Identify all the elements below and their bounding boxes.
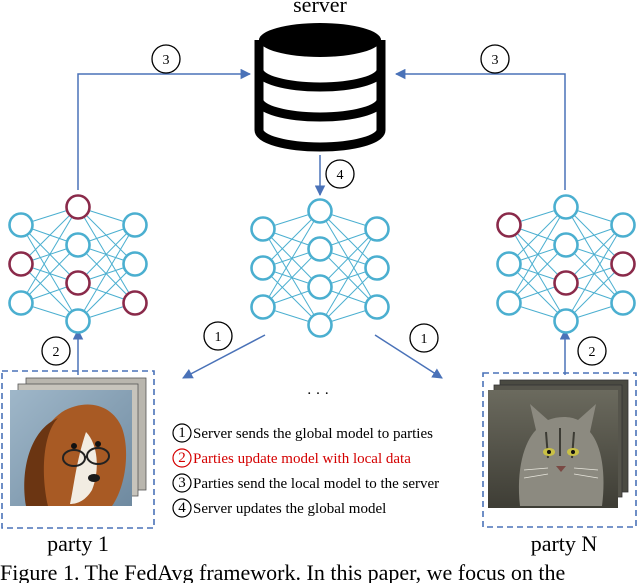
legend-item: 2 Parties update model with local data [172, 448, 411, 468]
network-node [122, 212, 148, 238]
network-node [307, 198, 333, 224]
network-node [8, 290, 34, 316]
network-node [65, 232, 91, 258]
network-node-updated [610, 251, 636, 277]
legend-step-circle [172, 448, 192, 468]
legend-step-number: 1 [178, 425, 186, 441]
network-edge [565, 224, 624, 322]
network-node [250, 294, 276, 320]
legend-text: Server updates the global model [193, 501, 386, 517]
server-database-icon [254, 23, 386, 152]
network-node [364, 216, 390, 242]
legend: 1 Server sends the global model to partie… [172, 423, 439, 518]
network-edge [508, 244, 567, 304]
step-badge-1-left: 1 [203, 321, 233, 351]
network-node [553, 308, 579, 334]
flow-arrows [72, 68, 571, 379]
network-edge [319, 228, 378, 288]
legend-text: Server sends the global model to parties [193, 426, 433, 442]
legend-item: 4 Server updates the global model [172, 498, 386, 518]
global-model-network [250, 198, 390, 338]
network-edge [319, 228, 378, 326]
network-node [610, 212, 636, 238]
legend-text: Parties update model with local data [193, 451, 411, 467]
step-number: 3 [492, 53, 499, 68]
network-node-updated [65, 270, 91, 296]
arrow-step1-left [182, 334, 266, 379]
step-badge-3-left: 3 [151, 44, 181, 74]
network-edge [565, 263, 624, 322]
step-number: 2 [589, 345, 596, 360]
step-number: 2 [53, 345, 60, 360]
network-node [250, 255, 276, 281]
network-edge [20, 206, 79, 304]
network-node [553, 194, 579, 220]
step-badge-2-right: 2 [577, 336, 607, 366]
legend-item: 1 Server sends the global model to partie… [172, 423, 433, 443]
step-badge-3-right: 3 [480, 44, 510, 74]
network-edge [77, 224, 136, 284]
network-node [496, 290, 522, 316]
arrow-step3-left [77, 68, 252, 190]
arrow-step1-right [374, 334, 443, 379]
step-badge-4: 4 [325, 159, 355, 189]
step-number: 3 [163, 53, 170, 68]
network-node [610, 290, 636, 316]
network-node [122, 251, 148, 277]
network-node-updated [553, 270, 579, 296]
network-edge [20, 244, 79, 304]
network-node [364, 294, 390, 320]
network-node [65, 308, 91, 334]
step-number: 4 [337, 168, 344, 183]
network-node-updated [8, 251, 34, 277]
legend-step-circle [172, 423, 192, 443]
arrow-step3-right [394, 68, 566, 190]
network-node [307, 312, 333, 338]
network-edge [262, 248, 321, 308]
party-n-dashed-box [482, 372, 637, 528]
legend-step-circle [172, 498, 192, 518]
legend-text: Parties send the local model to the serv… [193, 476, 439, 492]
network-edge [20, 206, 79, 265]
network-edge [262, 210, 321, 308]
local-model-network-left [8, 194, 148, 334]
network-node-updated [496, 212, 522, 238]
network-edge [77, 263, 136, 322]
party-1-dashed-box [1, 370, 155, 529]
figure-caption: Figure 1. The FedAvg framework. In this … [0, 560, 565, 583]
party-n-label: party N [531, 531, 598, 556]
network-edge [508, 206, 567, 304]
network-edge [565, 224, 624, 284]
step-number: 1 [215, 330, 222, 345]
network-edge [508, 206, 567, 265]
network-node-updated [122, 290, 148, 316]
network-node [250, 216, 276, 242]
network-node [496, 251, 522, 277]
legend-step-number: 3 [178, 475, 186, 491]
network-edge [319, 267, 378, 326]
party-n-cat-image [488, 379, 629, 508]
network-node [364, 255, 390, 281]
party-1-label: party 1 [47, 531, 109, 556]
network-node [307, 236, 333, 262]
network-node [307, 274, 333, 300]
legend-step-circle [172, 473, 192, 493]
legend-step-number: 4 [178, 500, 186, 516]
network-edge [262, 210, 321, 269]
network-node-updated [65, 194, 91, 220]
ellipsis: · · · [307, 386, 330, 402]
legend-item: 3 Parties send the local model to the ser… [172, 473, 439, 493]
network-edge [77, 224, 136, 322]
step-badge-1-right: 1 [409, 323, 439, 353]
server-label: server [293, 0, 347, 17]
local-model-network-right [496, 194, 636, 334]
legend-step-number: 2 [178, 450, 186, 466]
step-badge-2-left: 2 [41, 336, 71, 366]
network-node [8, 212, 34, 238]
network-node [553, 232, 579, 258]
step-number: 1 [421, 332, 428, 347]
party-1-dog-image [10, 377, 147, 506]
